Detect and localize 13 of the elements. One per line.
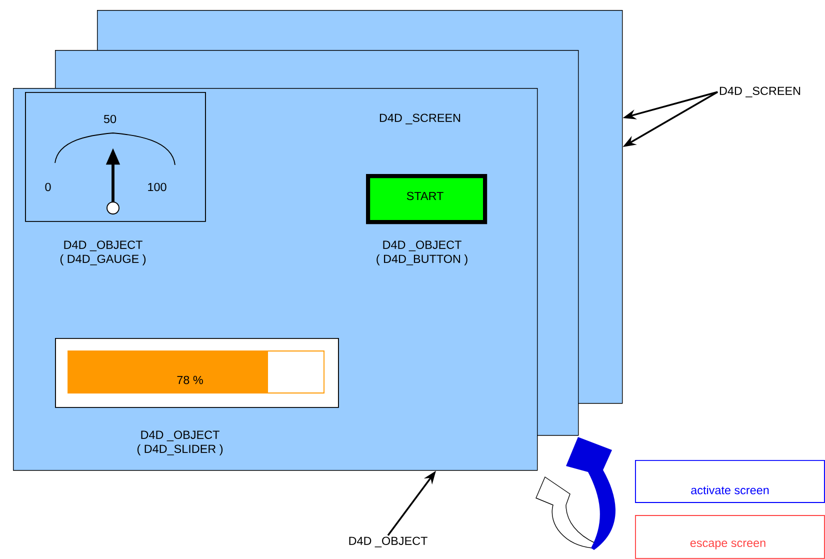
callout-label: D4D _OBJECT xyxy=(349,536,428,548)
gauge-scale-label: 0 xyxy=(45,182,51,192)
screen-label: D4D _SCREEN xyxy=(380,114,460,124)
gauge-scale-label: 100 xyxy=(148,182,166,192)
callout-label: D4D _SCREEN xyxy=(720,86,800,98)
object-caption: D4D _OBJECT ( D4D_GAUGE ) xyxy=(60,240,146,266)
object-caption: D4D _OBJECT ( D4D_BUTTON ) xyxy=(376,240,468,266)
box-label: activate screen xyxy=(691,486,769,494)
button-label: START xyxy=(406,192,444,200)
slider-value: 78 % xyxy=(177,376,203,384)
gauge-scale-label: 50 xyxy=(104,114,116,124)
box-label: escape screen xyxy=(690,540,766,550)
object-caption: D4D _OBJECT ( D4D_SLIDER ) xyxy=(137,430,223,456)
